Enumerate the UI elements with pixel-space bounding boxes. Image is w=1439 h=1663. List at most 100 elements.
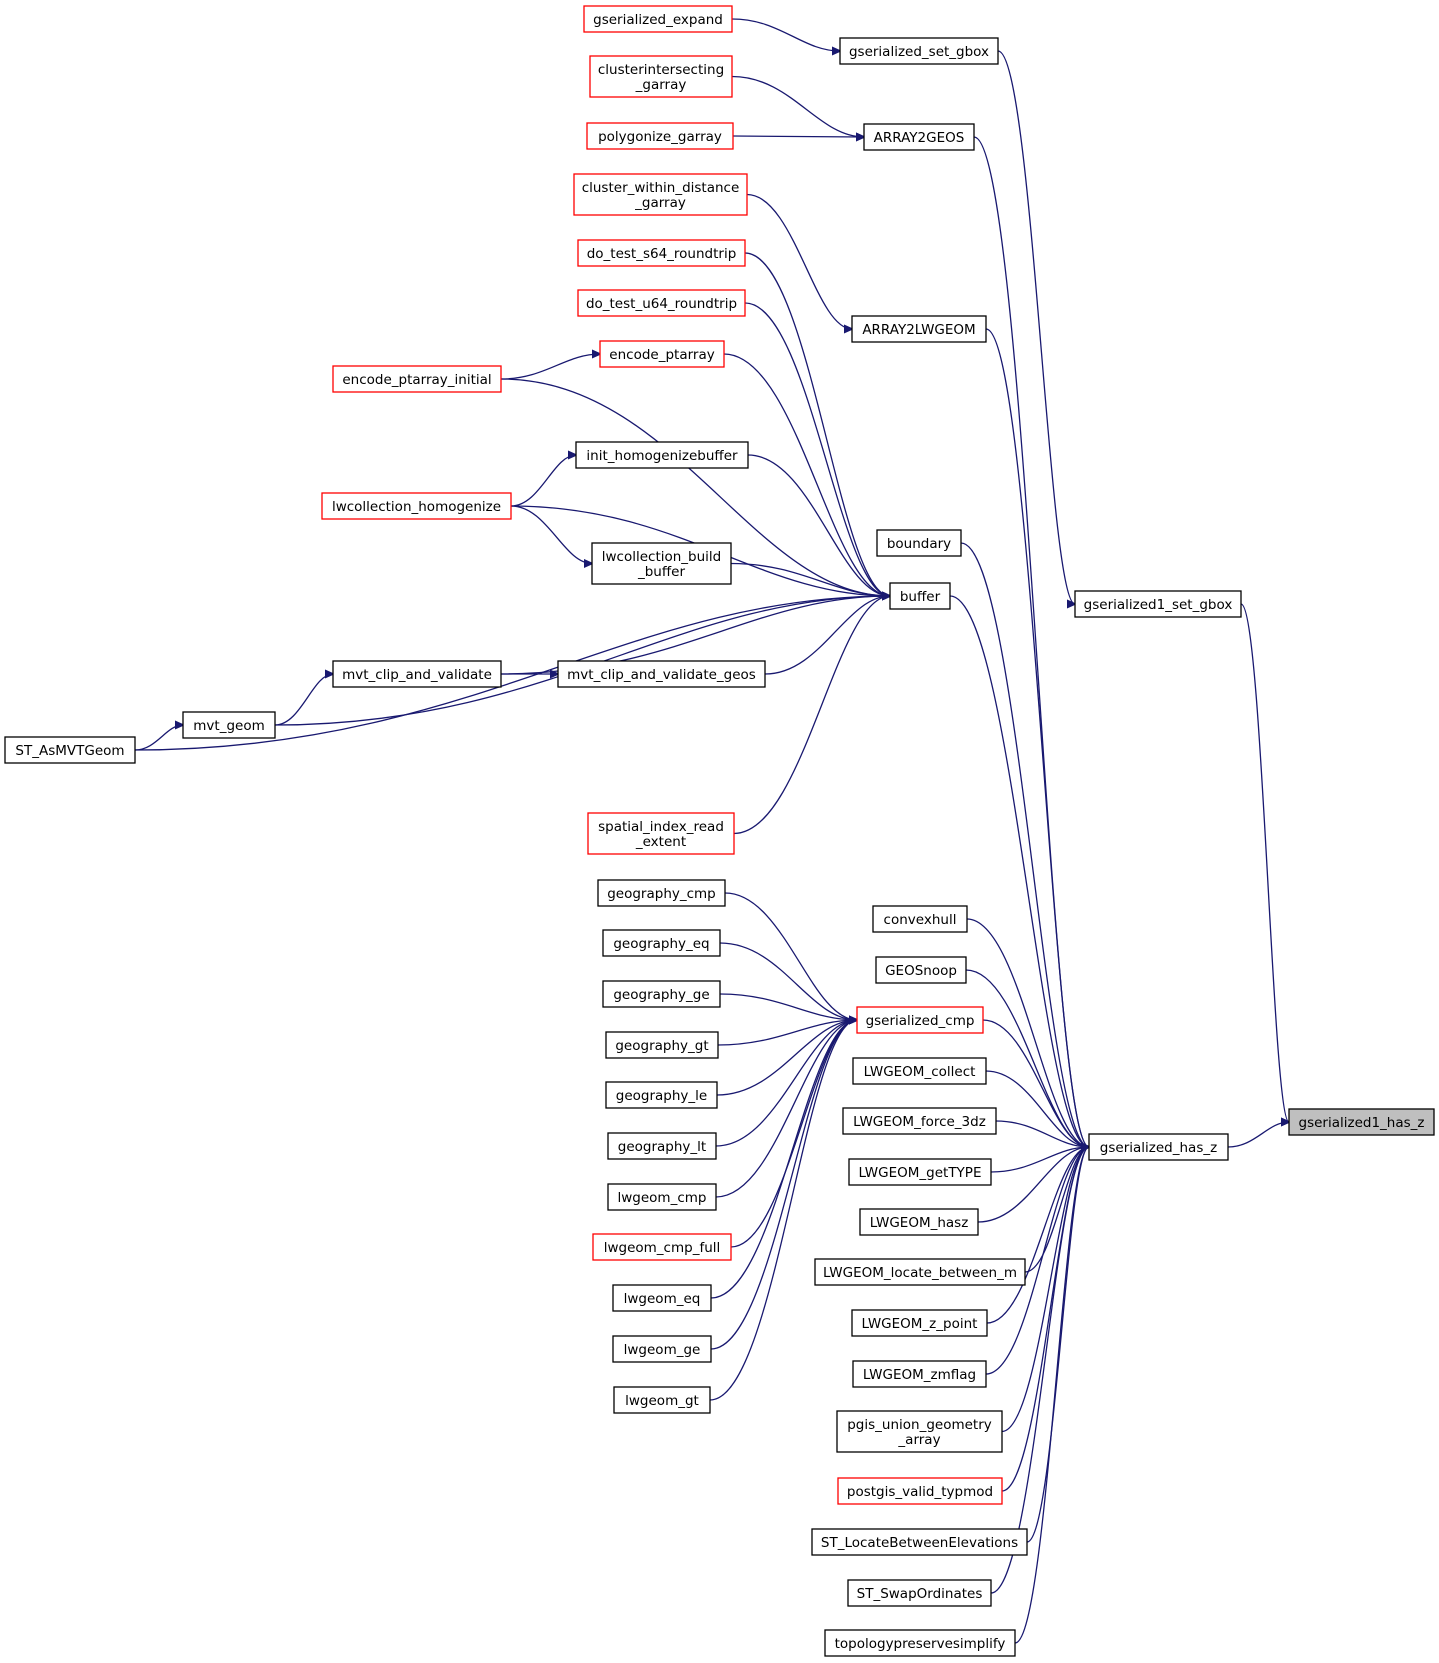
node-label-line: gserialized_has_z bbox=[1100, 1140, 1217, 1156]
node-LWGEOM_z_point[interactable]: LWGEOM_z_point bbox=[851, 1309, 988, 1337]
node-gserialized_cmp[interactable]: gserialized_cmp bbox=[856, 1006, 984, 1034]
node-clusterintersecting_garray[interactable]: clusterintersecting_garray bbox=[589, 55, 733, 98]
edge-lwcollection_build_buffer-to-buffer bbox=[730, 562, 890, 597]
node-lwcollection_build_buffer[interactable]: lwcollection_build_buffer bbox=[591, 542, 732, 585]
node-boundary[interactable]: boundary bbox=[876, 529, 962, 557]
node-label-line: LWGEOM_collect bbox=[864, 1064, 976, 1080]
node-lwgeom_cmp_full[interactable]: lwgeom_cmp_full bbox=[592, 1233, 732, 1261]
node-label-line: cluster_within_distance bbox=[582, 180, 740, 196]
node-label-line: convexhull bbox=[884, 912, 957, 928]
node-geography_cmp[interactable]: geography_cmp bbox=[597, 879, 726, 907]
edge-geography_cmp-to-gserialized_cmp bbox=[724, 892, 857, 1020]
node-lwgeom_eq[interactable]: lwgeom_eq bbox=[612, 1284, 712, 1312]
node-geography_lt[interactable]: geography_lt bbox=[607, 1132, 717, 1160]
edge-ARRAY2LWGEOM-to-gserialized_has_z bbox=[985, 328, 1089, 1147]
node-pgis_union_geometry_array[interactable]: pgis_union_geometry_array bbox=[836, 1410, 1003, 1453]
node-box bbox=[859, 1208, 979, 1236]
node-box bbox=[842, 1107, 997, 1135]
node-label-line: _extent bbox=[635, 834, 686, 850]
node-geography_ge[interactable]: geography_ge bbox=[602, 980, 721, 1008]
node-buffer[interactable]: buffer bbox=[889, 582, 951, 610]
node-box bbox=[182, 711, 276, 739]
node-ST_AsMVTGeom[interactable]: ST_AsMVTGeom bbox=[4, 736, 136, 764]
node-box bbox=[851, 1309, 988, 1337]
node-label: LWGEOM_zmflag bbox=[863, 1367, 976, 1383]
node-LWGEOM_locate_between_m[interactable]: LWGEOM_locate_between_m bbox=[814, 1258, 1026, 1286]
node-convexhull[interactable]: convexhull bbox=[872, 905, 968, 933]
edge-LWGEOM_z_point-to-gserialized_has_z bbox=[986, 1147, 1089, 1324]
edge-LWGEOM_zmflag-to-gserialized_has_z bbox=[985, 1147, 1089, 1375]
node-gserialized_expand[interactable]: gserialized_expand bbox=[583, 5, 733, 33]
node-box bbox=[4, 736, 136, 764]
node-label: encode_ptarray_initial bbox=[342, 372, 491, 388]
node-ST_LocateBetweenElevations[interactable]: ST_LocateBetweenElevations bbox=[811, 1528, 1028, 1556]
node-box bbox=[872, 905, 968, 933]
node-LWGEOM_zmflag[interactable]: LWGEOM_zmflag bbox=[852, 1360, 987, 1388]
edge-init_homogenizebuffer-to-buffer bbox=[747, 454, 890, 596]
node-cluster_within_distance_garray[interactable]: cluster_within_distance_garray bbox=[573, 173, 748, 216]
node-box bbox=[557, 660, 766, 688]
node-label: lwgeom_ge bbox=[624, 1342, 701, 1358]
node-label: convexhull bbox=[884, 912, 957, 928]
node-label: lwcollection_homogenize bbox=[332, 499, 501, 515]
node-do_test_s64_roundtrip[interactable]: do_test_s64_roundtrip bbox=[577, 239, 746, 267]
node-geography_eq[interactable]: geography_eq bbox=[602, 929, 721, 957]
node-label: init_homogenizebuffer bbox=[586, 448, 738, 464]
node-geography_le[interactable]: geography_le bbox=[605, 1081, 718, 1109]
node-GEOSnoop[interactable]: GEOSnoop bbox=[875, 956, 967, 984]
node-mvt_geom[interactable]: mvt_geom bbox=[182, 711, 276, 739]
node-lwgeom_ge[interactable]: lwgeom_ge bbox=[612, 1335, 712, 1363]
node-ST_SwapOrdinates[interactable]: ST_SwapOrdinates bbox=[847, 1579, 992, 1607]
node-label-line: lwgeom_cmp bbox=[618, 1190, 707, 1206]
node-topologypreservesimplify[interactable]: topologypreservesimplify bbox=[824, 1629, 1016, 1657]
node-label: GEOSnoop bbox=[885, 963, 957, 979]
node-gserialized1_set_gbox[interactable]: gserialized1_set_gbox bbox=[1074, 590, 1242, 618]
node-label-line: clusterintersecting bbox=[598, 62, 724, 78]
node-spatial_index_read_extent[interactable]: spatial_index_read_extent bbox=[587, 812, 735, 855]
node-label-line: geography_cmp bbox=[607, 886, 716, 902]
node-label-line: geography_gt bbox=[615, 1038, 708, 1054]
node-label: LWGEOM_getTYPE bbox=[859, 1165, 982, 1181]
node-mvt_clip_and_validate[interactable]: mvt_clip_and_validate bbox=[332, 660, 502, 688]
node-label: clusterintersecting_garray bbox=[598, 62, 724, 93]
node-lwgeom_cmp[interactable]: lwgeom_cmp bbox=[607, 1183, 717, 1211]
node-init_homogenizebuffer[interactable]: init_homogenizebuffer bbox=[575, 441, 749, 469]
node-lwgeom_gt[interactable]: lwgeom_gt bbox=[613, 1386, 711, 1414]
node-lwcollection_homogenize[interactable]: lwcollection_homogenize bbox=[321, 492, 512, 520]
node-label-line: postgis_valid_typmod bbox=[847, 1484, 993, 1500]
node-label-line: lwgeom_gt bbox=[625, 1393, 699, 1409]
node-LWGEOM_force_3dz[interactable]: LWGEOM_force_3dz bbox=[842, 1107, 997, 1135]
node-LWGEOM_collect[interactable]: LWGEOM_collect bbox=[852, 1057, 987, 1085]
node-label-line: geography_lt bbox=[618, 1139, 706, 1155]
node-box bbox=[1288, 1108, 1435, 1136]
edge-boundary-to-gserialized_has_z bbox=[960, 542, 1089, 1147]
node-box bbox=[332, 660, 502, 688]
node-encode_ptarray[interactable]: encode_ptarray bbox=[599, 340, 725, 368]
node-ARRAY2GEOS[interactable]: ARRAY2GEOS bbox=[863, 123, 975, 151]
edge-LWGEOM_collect-to-gserialized_has_z bbox=[985, 1070, 1089, 1147]
node-label-line: topologypreservesimplify bbox=[835, 1636, 1006, 1652]
node-label-line: polygonize_garray bbox=[598, 129, 722, 145]
node-box bbox=[1074, 590, 1242, 618]
edge-convexhull-to-gserialized_has_z bbox=[966, 918, 1089, 1147]
node-label: geography_cmp bbox=[607, 886, 716, 902]
node-gserialized_has_z[interactable]: gserialized_has_z bbox=[1088, 1133, 1229, 1161]
edge-lwcollection_homogenize-to-lwcollection_build_buffer bbox=[510, 505, 592, 564]
node-ARRAY2LWGEOM[interactable]: ARRAY2LWGEOM bbox=[851, 315, 987, 343]
node-label-line: mvt_clip_and_validate bbox=[342, 667, 492, 683]
node-LWGEOM_hasz[interactable]: LWGEOM_hasz bbox=[859, 1208, 979, 1236]
node-encode_ptarray_initial[interactable]: encode_ptarray_initial bbox=[332, 365, 502, 393]
node-gserialized1_has_z[interactable]: gserialized1_has_z bbox=[1288, 1108, 1435, 1136]
node-geography_gt[interactable]: geography_gt bbox=[605, 1031, 719, 1059]
node-label: LWGEOM_hasz bbox=[870, 1215, 969, 1231]
node-gserialized_set_gbox[interactable]: gserialized_set_gbox bbox=[839, 37, 999, 65]
node-polygonize_garray[interactable]: polygonize_garray bbox=[586, 122, 734, 150]
node-label-line: pgis_union_geometry bbox=[847, 1417, 992, 1433]
node-postgis_valid_typmod[interactable]: postgis_valid_typmod bbox=[837, 1477, 1003, 1505]
node-label-line: gserialized1_set_gbox bbox=[1084, 597, 1233, 613]
node-label-line: geography_eq bbox=[613, 936, 709, 952]
node-do_test_u64_roundtrip[interactable]: do_test_u64_roundtrip bbox=[577, 289, 746, 317]
node-LWGEOM_getTYPE[interactable]: LWGEOM_getTYPE bbox=[848, 1158, 992, 1186]
node-mvt_clip_and_validate_geos[interactable]: mvt_clip_and_validate_geos bbox=[557, 660, 766, 688]
node-label: geography_eq bbox=[613, 936, 709, 952]
